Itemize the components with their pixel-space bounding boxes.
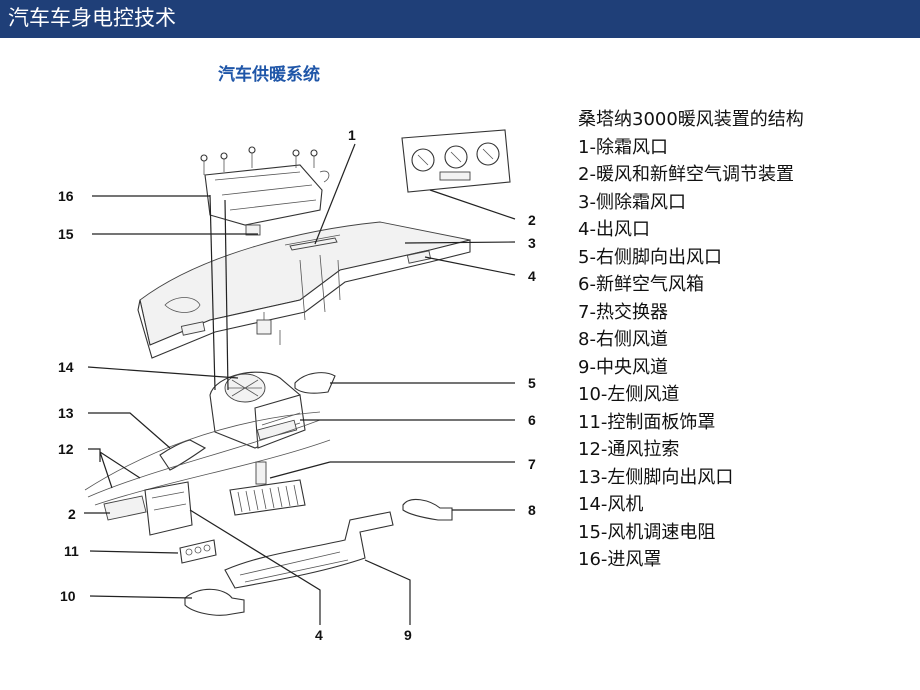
legend-item: 9-中央风道 <box>578 356 668 378</box>
legend-item: 11-控制面板饰罩 <box>578 411 716 433</box>
callout-14: 14 <box>58 359 74 375</box>
control-trim-part <box>179 539 217 564</box>
legend-item: 7-热交换器 <box>578 301 668 323</box>
callout-12: 12 <box>58 441 74 457</box>
callout-13: 13 <box>58 405 74 421</box>
callout-4-top: 4 <box>528 268 536 284</box>
intake-cowl-part <box>200 146 330 236</box>
legend-item: 2-暖风和新鲜空气调节装置 <box>578 164 794 185</box>
legend-item: 13-左侧脚向出风口 <box>578 466 734 488</box>
callout-4-bottom: 4 <box>315 627 323 643</box>
blower-housing-part <box>209 371 306 449</box>
callout-15: 15 <box>58 226 74 242</box>
legend-panel: 桑塔纳3000暖风装置的结构 1-除霜风口 2-暖风和新鲜空气调节装置 3-侧除… <box>578 106 804 574</box>
callout-2-top: 2 <box>528 212 536 228</box>
legend-item: 15-风机调速电阻 <box>578 521 716 543</box>
callout-16: 16 <box>58 188 74 204</box>
vent-cables <box>84 411 331 506</box>
callout-2-bottom: 2 <box>68 506 76 522</box>
legend-item: 1-除霜风口 <box>578 136 668 158</box>
slide-subtitle: 汽车供暖系统 <box>218 65 320 85</box>
legend-item: 14-风机 <box>578 494 644 515</box>
resistor-part <box>256 319 272 335</box>
left-duct-part <box>184 588 245 616</box>
legend-item: 4-出风口 <box>578 219 650 240</box>
callout-10: 10 <box>60 588 76 604</box>
callout-5: 5 <box>528 375 536 391</box>
dashboard <box>137 221 471 359</box>
callout-1: 1 <box>348 127 356 143</box>
control-bezel-part <box>144 481 193 536</box>
legend-item: 6-新鲜空气风箱 <box>578 274 704 295</box>
legend-item: 16-进风罩 <box>578 549 662 570</box>
callout-7: 7 <box>528 456 536 472</box>
legend-item: 5-右侧脚向出风口 <box>578 246 722 268</box>
legend-item: 3-侧除霜风口 <box>578 191 686 213</box>
callout-6: 6 <box>528 412 536 428</box>
heat-exchanger-part <box>229 461 306 516</box>
legend-heading: 桑塔纳3000暖风装置的结构 <box>578 109 804 130</box>
control-head-part <box>401 129 511 193</box>
defrost-vent-part <box>289 237 338 251</box>
legend-item: 8-右侧风道 <box>578 329 668 350</box>
legend-item: 12-通风拉索 <box>578 439 680 460</box>
callout-3: 3 <box>528 235 536 251</box>
leader-lines <box>84 143 516 625</box>
header-bar: 汽车车身电控技术 <box>0 0 920 38</box>
callout-11: 11 <box>64 543 79 559</box>
callout-9: 9 <box>404 627 412 643</box>
heater-diagram: 1 2 3 4 5 6 7 8 9 4 16 15 14 13 12 2 11 … <box>58 127 536 643</box>
right-foot-vent-part <box>294 372 336 394</box>
header-title: 汽车车身电控技术 <box>8 6 176 30</box>
central-duct-part <box>224 511 394 589</box>
legend-item: 10-左侧风道 <box>578 384 680 405</box>
right-duct-part <box>402 498 453 521</box>
callout-8: 8 <box>528 502 536 518</box>
